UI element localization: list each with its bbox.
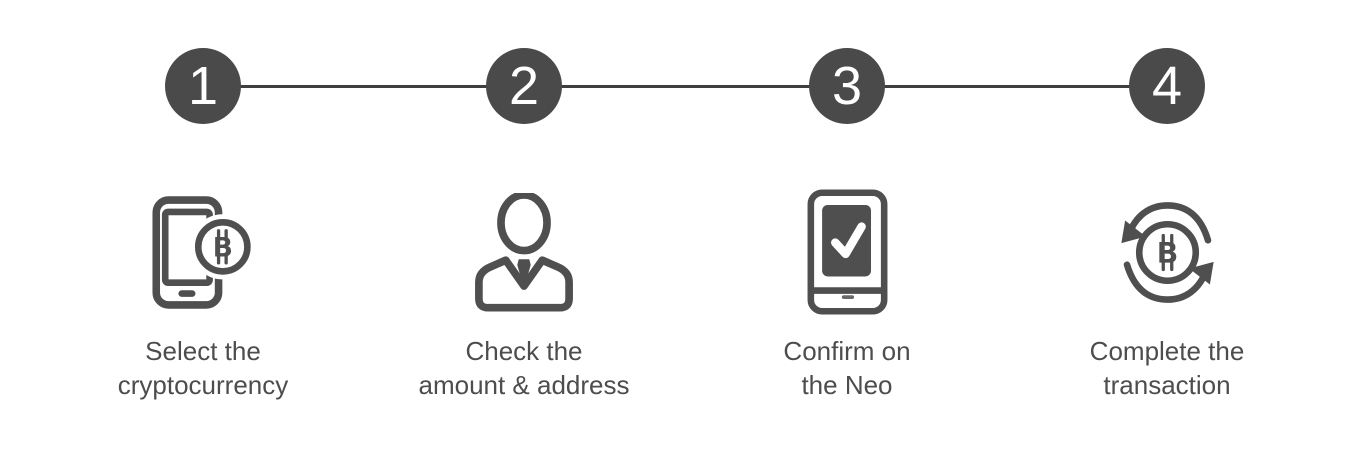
step-2: 2 Check the amount & address	[364, 0, 684, 459]
svg-text:B: B	[1156, 236, 1178, 269]
step-1-label-line1: Select the	[145, 336, 261, 366]
step-connector-line	[203, 85, 1168, 88]
step-3: 3 Confirm on the Neo	[687, 0, 1007, 459]
step-3-label: Confirm on the Neo	[687, 334, 1007, 402]
step-1-label: Select the cryptocurrency	[43, 334, 363, 402]
step-4-number: 4	[1151, 56, 1183, 116]
person-icon	[364, 184, 684, 320]
step-3-circle: 3	[809, 48, 885, 124]
step-2-label-line2: amount & address	[418, 370, 630, 400]
step-1-circle: 1	[165, 48, 241, 124]
step-2-label-line1: Check the	[465, 336, 583, 366]
phone-bitcoin-icon: B	[43, 184, 363, 320]
step-1-number: 1	[187, 56, 219, 116]
step-3-label-line2: the Neo	[801, 370, 893, 400]
step-1: 1 B Select the cryptocurrency	[43, 0, 363, 459]
step-3-label-line1: Confirm on	[783, 336, 911, 366]
step-4-label-line2: transaction	[1103, 370, 1231, 400]
step-2-circle: 2	[486, 48, 562, 124]
step-3-number: 3	[831, 56, 863, 116]
step-4: 4 B Complete the transaction	[1007, 0, 1327, 459]
bitcoin-cycle-icon: B	[1007, 184, 1327, 320]
step-2-number: 2	[508, 56, 540, 116]
step-4-circle: 4	[1129, 48, 1205, 124]
step-4-label-line1: Complete the	[1089, 336, 1245, 366]
step-4-label: Complete the transaction	[1007, 334, 1327, 402]
svg-text:B: B	[213, 232, 233, 263]
device-check-icon	[687, 184, 1007, 320]
step-2-label: Check the amount & address	[364, 334, 684, 402]
step-1-label-line2: cryptocurrency	[117, 370, 289, 400]
